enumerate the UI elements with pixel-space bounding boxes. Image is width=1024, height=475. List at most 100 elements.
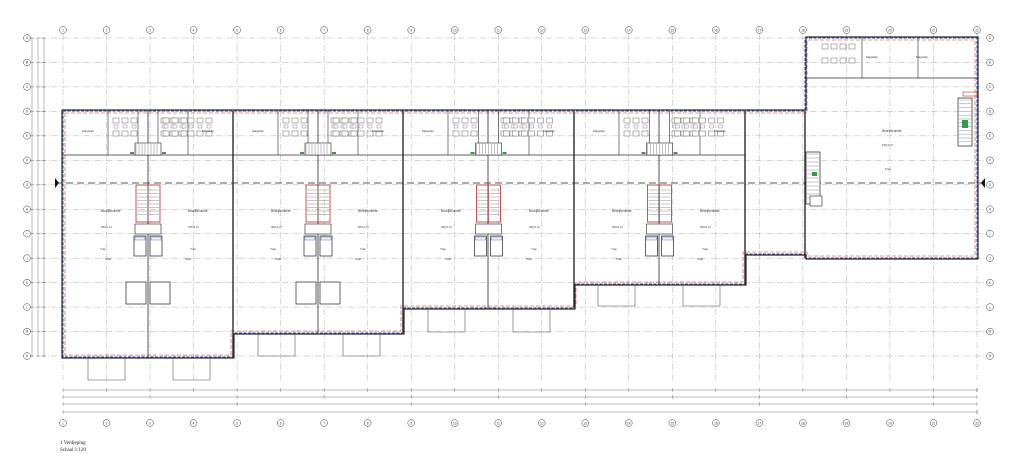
shaft-box	[303, 235, 317, 257]
desk	[521, 117, 528, 124]
desk	[503, 117, 510, 124]
grid-bubble-label: 12	[540, 29, 544, 33]
grid-bubble-label: 1	[62, 29, 64, 33]
grid-bubble-row	[23, 352, 31, 360]
chair	[693, 124, 698, 129]
desk	[683, 130, 690, 137]
shaft-label-frame	[662, 236, 673, 241]
toilet-block	[646, 223, 673, 235]
grid-bubble-column	[189, 26, 198, 34]
chair	[181, 124, 187, 129]
office-label: Magazijn	[714, 129, 726, 133]
stair-label: Trap	[440, 247, 446, 251]
chair	[522, 124, 527, 129]
shaft-box	[319, 235, 333, 257]
grid-bubble-column	[59, 26, 67, 34]
grid-bubble-column	[364, 26, 372, 34]
desk	[528, 130, 535, 137]
loading-dock	[87, 357, 126, 381]
toilet-label: Toilet	[526, 257, 532, 261]
chair	[283, 124, 289, 129]
grid-bubble-row	[986, 278, 994, 287]
chair	[684, 124, 689, 129]
chair	[700, 124, 705, 129]
grid-bubble-label: L	[989, 305, 991, 309]
desk	[708, 130, 715, 137]
desk	[130, 130, 138, 137]
grid-bubble-row	[986, 181, 994, 189]
exit-sign	[470, 152, 475, 154]
chair	[529, 124, 534, 129]
grid-bubble-label: 14	[627, 29, 631, 33]
desk	[341, 130, 349, 137]
toilet-label: Toilet	[275, 257, 281, 261]
desk	[839, 43, 847, 50]
grid-bubbles: 1122334455667788991010111112121313141415…	[23, 26, 994, 427]
desk	[332, 130, 340, 137]
chair	[188, 124, 194, 129]
grid-bubble-label: 9	[410, 29, 412, 33]
shaft-label-frame	[475, 236, 486, 241]
bedrijfsruimte-area: 360,0 m²	[101, 225, 112, 229]
exit-sign	[332, 152, 336, 154]
desk	[692, 130, 699, 137]
office-label: Magazijn	[866, 55, 878, 59]
office-label: Magazijn	[543, 129, 555, 133]
grid-bubble-column	[799, 419, 807, 427]
grid-bubble-column	[451, 26, 459, 34]
grid-bubble-column	[668, 419, 676, 427]
stair-label: Trap	[100, 247, 106, 251]
grid-bubble-label: 8	[367, 422, 369, 426]
chair	[358, 124, 364, 129]
grid-bubble-label: L	[26, 305, 28, 309]
desk	[546, 130, 553, 137]
desk	[282, 130, 290, 137]
drawing-scale: Schaal 1:120	[60, 448, 86, 453]
grid-bubble-column	[233, 419, 241, 427]
exit-sign	[502, 152, 507, 154]
chair	[538, 124, 543, 129]
office-label: Magazijn	[252, 129, 264, 133]
grid-bubble-column	[538, 26, 546, 34]
exit-sign	[130, 152, 134, 154]
desk	[282, 117, 290, 124]
grid-bubble-label: 18	[801, 29, 805, 33]
desk	[375, 130, 383, 137]
desk	[537, 130, 544, 137]
grid-bubble-label: A	[989, 36, 992, 40]
exit-sign	[300, 152, 304, 154]
office-label: Magazijn	[82, 129, 94, 133]
desk	[683, 117, 690, 124]
lower-shaft-box	[149, 281, 171, 305]
loading-dock	[597, 284, 636, 307]
desk	[452, 117, 460, 124]
grid-bubble-column	[102, 419, 111, 427]
toilet-label: Toilet	[105, 257, 111, 261]
grid-bubble-column	[929, 419, 938, 427]
grid-bubble-label: A	[26, 36, 29, 40]
grid-bubble-label: 6	[280, 422, 282, 426]
desk	[291, 130, 299, 137]
grid-bubble-label: H	[26, 207, 29, 211]
title-block: 1 Verdieping Schaal 1:120	[60, 440, 86, 454]
desk	[461, 117, 469, 124]
grid-bubble-label: F	[26, 159, 28, 163]
grid-bubble-column	[712, 419, 720, 427]
grid-bubble-label: 15	[671, 422, 675, 426]
grid-bubble-column	[842, 26, 851, 34]
desk	[366, 117, 374, 124]
desk	[180, 117, 188, 124]
grid-bubble-row	[23, 181, 31, 189]
desk	[717, 117, 724, 124]
grid-bubble-row	[23, 132, 31, 140]
drawing-title: 1 Verdieping	[60, 441, 86, 446]
grid-bubble-label: N	[26, 354, 29, 358]
grid-bubble-label: I	[27, 232, 28, 236]
shaft-label-frame	[320, 236, 332, 241]
stair-label: Trap	[531, 247, 537, 251]
grid-bubble-column	[625, 419, 633, 427]
chair	[131, 124, 137, 129]
grid-bubble-column	[59, 419, 67, 427]
desk	[162, 130, 170, 137]
